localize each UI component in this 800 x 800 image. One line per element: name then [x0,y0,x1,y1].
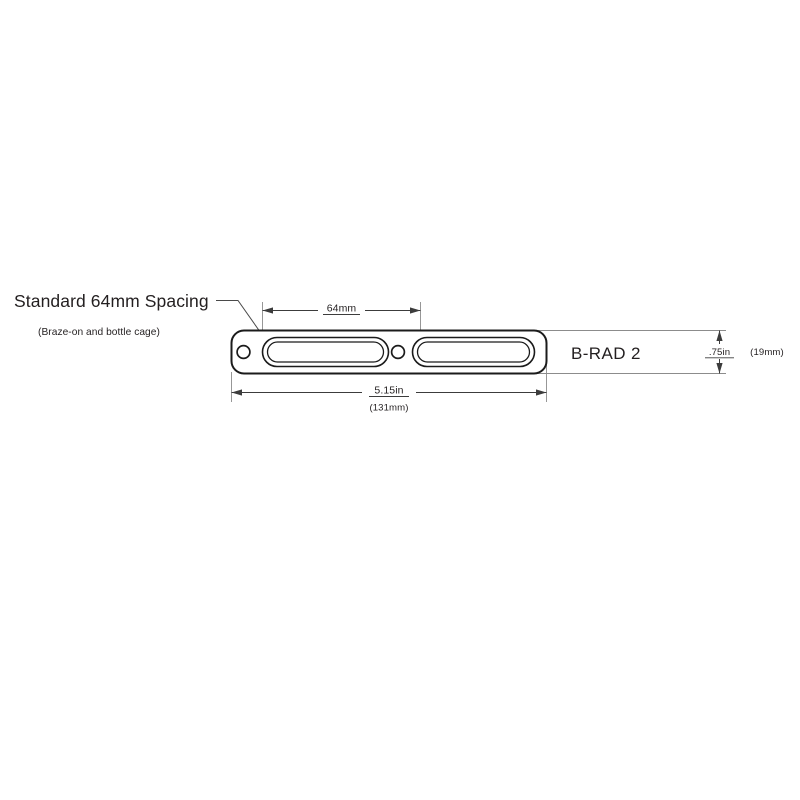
arrow-up-icon-height [716,330,723,341]
dim-length-inches-label: 5.15in [374,385,403,397]
dim-height-mm-label: (19mm) [750,347,784,358]
arrow-left-icon-length [231,389,242,396]
dim-height-text-backing [702,344,738,359]
dim-length-mm-label: (131mm) [369,403,408,414]
part-drawing-b-rad-2 [230,329,548,375]
arrow-down-icon-height [716,363,723,374]
dim-spacing-text-backing [318,301,365,316]
arrow-right-icon-spacing [410,307,421,314]
arrow-right-icon-length [536,389,547,396]
part-name-label: B-RAD 2 [571,344,641,363]
mounting-hole-middle [390,344,406,360]
dimension-length-overall: 5.15in (131mm) [231,383,547,414]
arrow-left-icon-spacing [262,307,273,314]
dimension-spacing-64mm: 64mm [262,301,421,316]
leader-line-path [216,300,267,342]
extension-lines [231,302,726,402]
dim-spacing-label: 64mm [327,303,357,315]
mounting-hole-left [236,344,251,360]
callout-subtitle-label: (Braze-on and bottle cage) [38,327,160,338]
dimension-height: .75in (19mm) [702,330,784,374]
slot-left-inner [266,341,385,363]
callout-title-label: Standard 64mm Spacing [14,291,209,311]
dim-height-inches-label: .75in [709,347,730,358]
slot-right-inner [416,341,531,363]
dim-length-text-backing [362,383,416,398]
